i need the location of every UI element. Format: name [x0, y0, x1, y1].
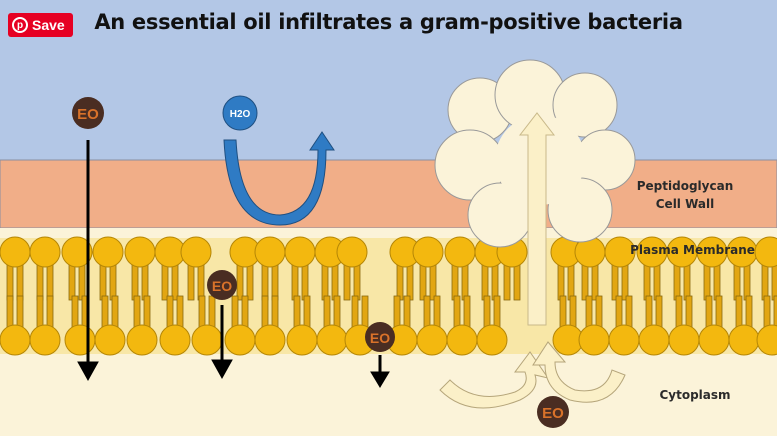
lipid-head — [124, 236, 156, 268]
lipid-head — [728, 324, 760, 356]
lipid-head — [94, 324, 126, 356]
eo-molecule: EO — [365, 322, 395, 352]
eo-molecule: EO — [72, 97, 104, 129]
lipid-head — [698, 324, 730, 356]
lipid-head — [336, 236, 368, 268]
save-label: Save — [32, 17, 65, 33]
lipid-head — [29, 236, 61, 268]
lipid-head — [64, 324, 96, 356]
lipid-head — [224, 324, 256, 356]
lipid-head — [61, 236, 93, 268]
cloud-leakage — [434, 59, 636, 248]
lipid-head — [191, 324, 223, 356]
cell-wall-label-line2: Cell Wall — [655, 197, 715, 211]
lipid-head — [416, 324, 448, 356]
lipid-head — [159, 324, 191, 356]
curved-arrow-left-icon — [439, 351, 550, 409]
lipid-head — [254, 324, 286, 356]
lipid-head — [578, 324, 610, 356]
curved-arrow-right-icon — [532, 341, 626, 403]
lipid-head — [180, 236, 212, 268]
plasma-membrane-label: Plasma Membrane — [630, 243, 755, 257]
eo-label: EO — [542, 405, 564, 422]
eo-arrows — [77, 140, 390, 388]
eo-molecule: EO — [537, 396, 569, 428]
lipid-head — [126, 324, 158, 356]
lipid-head — [412, 236, 444, 268]
lipid-head — [316, 324, 348, 356]
pinterest-icon: p — [12, 17, 28, 33]
water-bounce-arrow-icon — [223, 131, 335, 226]
eo-label: EO — [77, 106, 99, 123]
water-molecule: H2O — [222, 95, 258, 131]
eo-label: EO — [370, 330, 390, 346]
cytoplasm-label: Cytoplasm — [659, 388, 731, 402]
eo-molecule: EO — [207, 270, 237, 300]
lipid-head — [756, 324, 777, 356]
cell-wall — [0, 159, 777, 229]
lipid-head — [286, 324, 318, 356]
water-label: H2O — [230, 109, 251, 120]
lipid-head — [476, 324, 508, 356]
lipid-head — [638, 324, 670, 356]
lipid-head — [754, 236, 777, 268]
lipid-head — [608, 324, 640, 356]
lipid-head — [29, 324, 61, 356]
lipid-head — [284, 236, 316, 268]
lipid-head — [254, 236, 286, 268]
lipid-head — [0, 236, 31, 268]
cell-wall-label: Peptidoglycan Cell Wall — [630, 177, 740, 213]
diagram-title: An essential oil infiltrates a gram-posi… — [94, 10, 683, 34]
lipid-head — [668, 324, 700, 356]
lipid-tail — [773, 295, 777, 336]
pinterest-save-button[interactable]: p Save — [8, 13, 73, 37]
phospholipid-bilayer — [0, 236, 777, 356]
lipid-head — [0, 324, 31, 356]
lipid-head — [604, 236, 636, 268]
lipid-head — [446, 324, 478, 356]
arrow-up-icon — [518, 112, 556, 326]
lipid-head — [92, 236, 124, 268]
eo-label: EO — [212, 278, 232, 294]
extracellular-space — [0, 0, 777, 160]
cell-wall-label-line1: Peptidoglycan — [636, 179, 734, 193]
lipid-head — [444, 236, 476, 268]
